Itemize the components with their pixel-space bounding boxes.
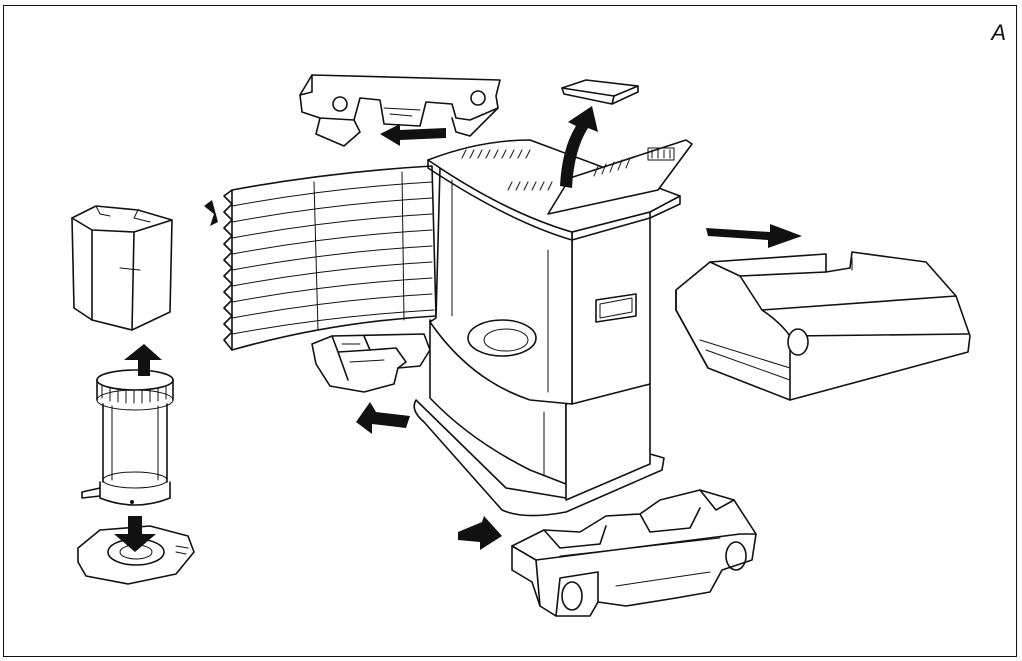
hexagonal-shield-part xyxy=(71,205,173,331)
figure-frame xyxy=(3,5,1017,657)
arrow-left-icon xyxy=(380,124,446,146)
arrow-up-icon xyxy=(560,106,598,188)
top-cover-part xyxy=(299,74,501,147)
arrow-down-icon xyxy=(114,516,156,552)
heater-body-part xyxy=(413,139,693,517)
fuel-tank-part xyxy=(675,251,971,401)
burner-cylinder-part xyxy=(81,369,174,506)
arrow-down-right-icon xyxy=(458,516,502,550)
figure-label: A xyxy=(991,20,1006,45)
grille-panel-part xyxy=(204,165,437,351)
bottom-tray-part xyxy=(511,489,757,617)
arrow-right-icon xyxy=(706,224,802,248)
small-cap-part xyxy=(561,79,639,105)
arrow-up-icon xyxy=(124,344,162,376)
front-tray-part xyxy=(311,333,431,393)
arrows xyxy=(114,106,802,552)
arrow-up-left-icon xyxy=(356,402,410,434)
